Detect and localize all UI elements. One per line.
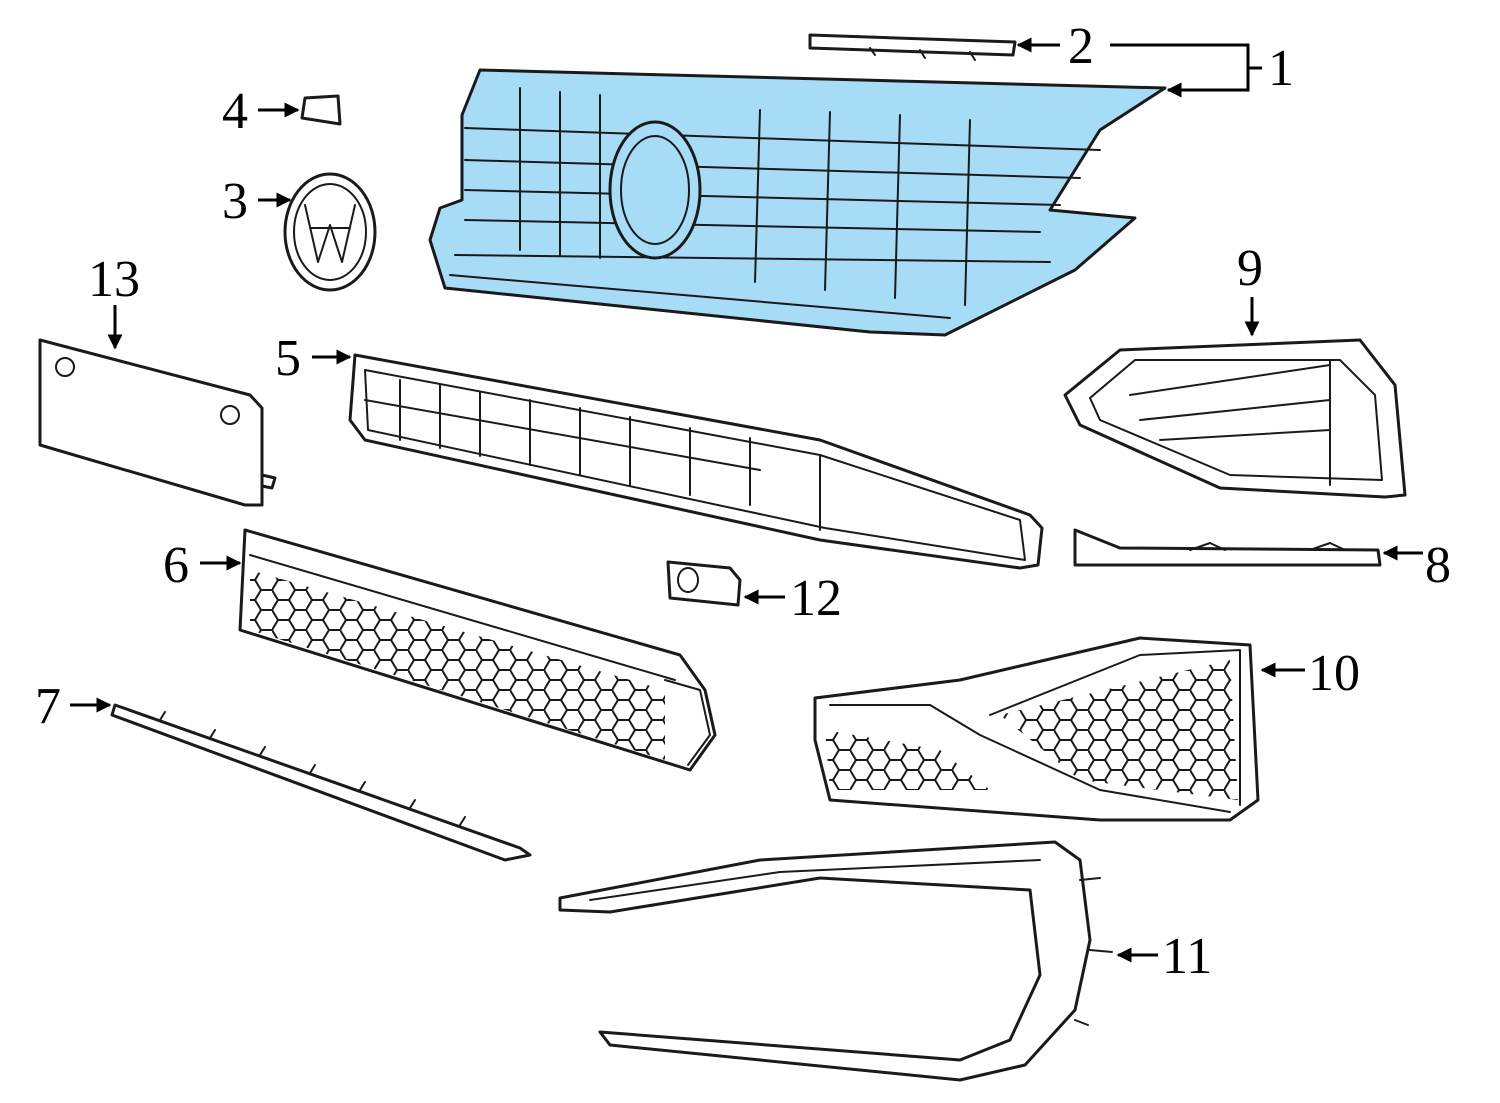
callout-5: 5 <box>275 330 301 387</box>
part-5-lower-grille-frame <box>348 353 1044 570</box>
callout-3: 3 <box>222 173 248 230</box>
callout-9: 9 <box>1237 240 1263 297</box>
callout-6: 6 <box>163 537 189 594</box>
part-1-upper-grille <box>428 68 1167 337</box>
callout-labels: 1 2 3 4 5 6 7 8 9 10 11 12 13 <box>35 18 1451 985</box>
part-9-trim-cover <box>1063 338 1407 499</box>
callout-8: 8 <box>1425 537 1451 594</box>
part-11-side-frame <box>558 840 1113 1082</box>
grille-bars <box>449 87 1101 319</box>
part-6-lower-honeycomb-grille <box>238 528 717 772</box>
emblem-logo <box>304 204 356 263</box>
callout-4: 4 <box>222 83 248 140</box>
callout-7: 7 <box>35 678 61 735</box>
part-7-lower-molding <box>110 703 532 862</box>
part-12-sensor <box>666 560 742 607</box>
part-4-clip <box>300 94 342 126</box>
callout-1: 1 <box>1268 40 1294 97</box>
grille-emblem-inner <box>620 135 690 245</box>
callout-13: 13 <box>88 251 140 308</box>
part-13-plate-bracket <box>38 338 277 507</box>
leader-lines <box>70 37 1423 963</box>
callout-12: 12 <box>790 570 842 627</box>
callout-2: 2 <box>1068 18 1094 75</box>
part-8-trim-strip <box>1073 528 1382 567</box>
grille-body <box>428 68 1167 337</box>
grille-emblem-mount <box>608 120 702 260</box>
callout-10: 10 <box>1308 645 1360 702</box>
part-10-side-grille <box>813 636 1260 822</box>
part-3-emblem <box>283 172 377 292</box>
part-2-upper-trim <box>808 33 1017 61</box>
callout-11: 11 <box>1162 928 1212 985</box>
leader-1-upper <box>1110 43 1250 98</box>
